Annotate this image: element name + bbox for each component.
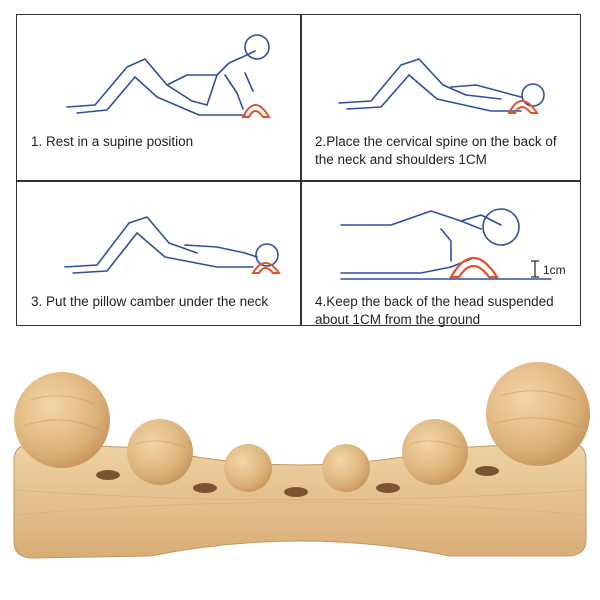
peg-holes — [96, 466, 499, 497]
step-1-illustration — [66, 34, 271, 118]
massage-ball-large-right — [486, 362, 590, 466]
instruction-grid: 1. Rest in a supine position 2.Place the… — [16, 14, 583, 327]
step-4-caption: 4.Keep the back of the head suspended ab… — [315, 294, 554, 327]
massage-ball-medium-right — [402, 419, 468, 485]
wooden-massage-pillow-image — [13, 362, 590, 559]
step-3-caption: 3. Put the pillow camber under the neck — [31, 294, 269, 309]
grid-divider-vertical — [300, 15, 302, 325]
step-4-illustration: 1cm — [340, 208, 566, 280]
massage-ball-small-left — [224, 444, 272, 492]
step-3-panel: 3. Put the pillow camber under the neck — [17, 181, 299, 345]
step-1-caption: 1. Rest in a supine position — [31, 134, 194, 149]
massage-ball-large-left — [14, 372, 110, 468]
massage-ball-medium-left — [127, 419, 193, 485]
massage-ball-small-right — [322, 444, 370, 492]
dimension-label: 1cm — [543, 263, 566, 277]
step-1-panel: 1. Rest in a supine position — [17, 15, 299, 179]
grid-divider-horizontal — [17, 180, 580, 182]
step-3-illustration — [64, 216, 281, 274]
dimension-marker — [531, 260, 539, 278]
step-2-caption: 2.Place the cervical spine on the back o… — [315, 134, 557, 167]
step-4-panel: 1cm 4.Keep the back of the head suspende… — [301, 181, 583, 345]
step-2-illustration — [338, 58, 545, 114]
step-2-panel: 2.Place the cervical spine on the back o… — [301, 15, 583, 179]
